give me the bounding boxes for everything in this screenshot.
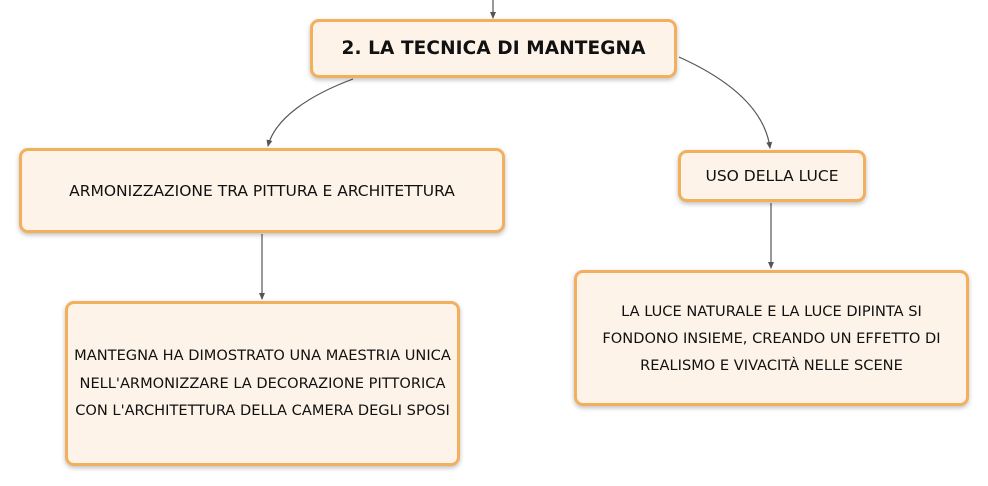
left-detail-text: MANTEGNA HA DIMOSTRATO UNA MAESTRIA UNIC…: [74, 347, 451, 420]
left-topic-node[interactable]: ARMONIZZAZIONE TRA PITTURA E ARCHITETTUR…: [19, 148, 505, 233]
right-topic-label: USO DELLA LUCE: [705, 167, 839, 185]
central-topic-label: 2. LA TECNICA DI MANTEGNA: [341, 38, 646, 59]
left-topic-label: ARMONIZZAZIONE TRA PITTURA E ARCHITETTUR…: [69, 181, 455, 200]
connector-title-to-left-topic: [266, 78, 354, 147]
right-detail-node[interactable]: LA LUCE NATURALE E LA LUCE DIPINTA SI FO…: [574, 270, 969, 406]
central-topic-node[interactable]: 2. LA TECNICA DI MANTEGNA: [310, 19, 677, 78]
left-detail-node[interactable]: MANTEGNA HA DIMOSTRATO UNA MAESTRIA UNIC…: [65, 301, 460, 466]
connector-title-to-right-topic: [678, 56, 773, 149]
right-detail-text: LA LUCE NATURALE E LA LUCE DIPINTA SI FO…: [602, 302, 941, 374]
right-topic-node[interactable]: USO DELLA LUCE: [678, 150, 866, 202]
